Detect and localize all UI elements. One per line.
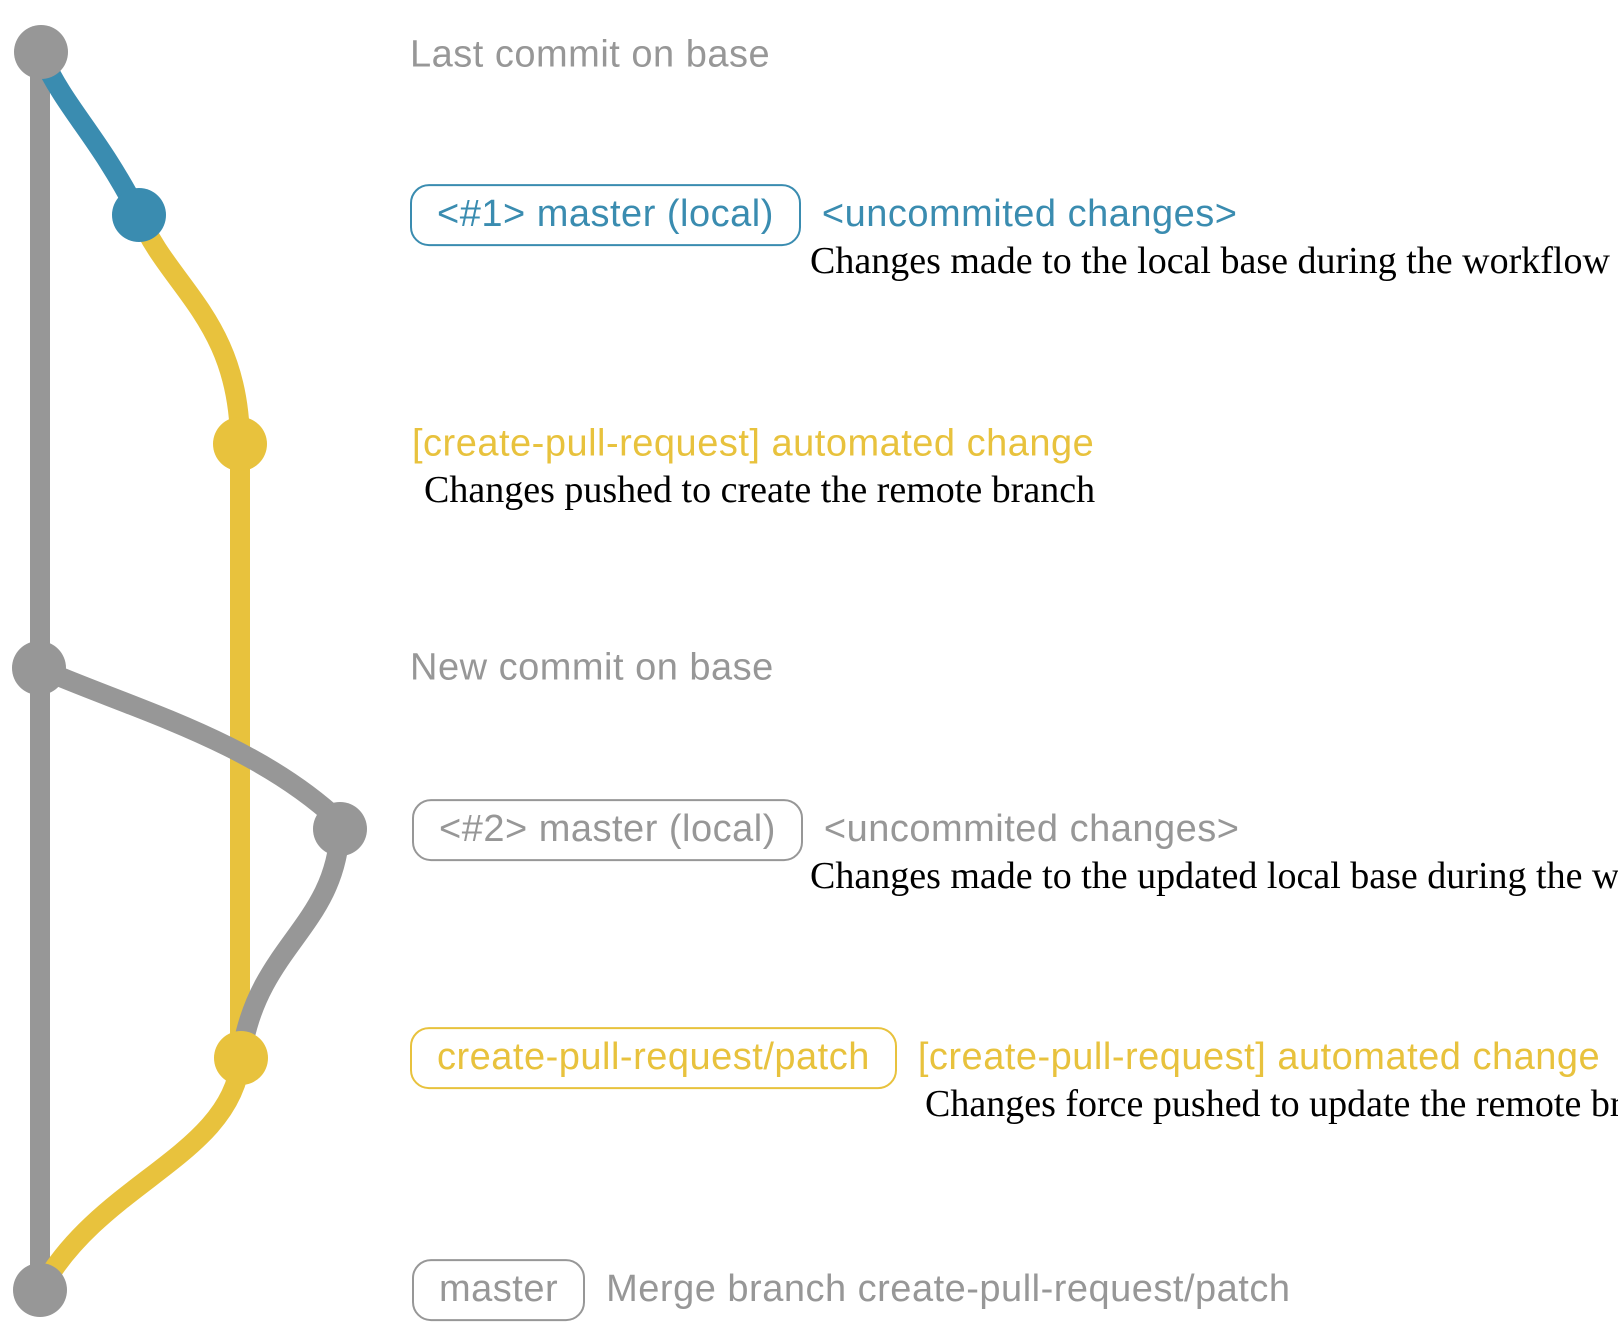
annotation-patch-1: [create-pull-request] automated change [412,423,1094,466]
annotation-last-commit: Last commit on base [410,34,770,77]
new-commit-label: New commit on base [410,646,774,689]
patch-branch-line [129,205,250,1068]
commit-node-patch-2 [214,1031,268,1085]
annotation-new-commit: New commit on base [410,647,774,690]
patch-merge-curve [34,1048,251,1294]
commit-node-new-base [12,641,66,695]
commit-node-local-2 [313,802,367,856]
annotation-patch-2: create-pull-request/patch [create-pull-r… [410,1027,1600,1089]
branch-badge-master-local-2: <#2> master (local) [412,799,803,861]
description-local-1: Changes made to the local base during th… [810,240,1610,282]
local-branch-1-curve [31,45,149,225]
automated-change-label-2: [create-pull-request] automated change [917,1036,1601,1079]
uncommitted-changes-label-1: <uncommited changes> [821,193,1238,236]
branch-badge-master-local-1: <#1> master (local) [410,184,801,246]
last-commit-label: Last commit on base [410,33,771,76]
branch-badge-master: master [412,1259,586,1321]
automated-change-label-1: [create-pull-request] automated change [412,422,1095,465]
branch-badge-patch: create-pull-request/patch [410,1027,897,1089]
description-local-2: Changes made to the updated local base d… [810,855,1618,897]
commit-node-last-base [14,25,68,79]
merge-commit-label: Merge branch create-pull-request/patch [606,1268,1291,1311]
commit-node-merge [13,1263,67,1317]
annotation-merge: master Merge branch create-pull-request/… [412,1259,1291,1321]
commit-node-patch-1 [213,417,267,471]
uncommitted-changes-label-2: <uncommited changes> [823,808,1240,851]
description-patch-1: Changes pushed to create the remote bran… [424,469,1096,511]
force-push-curve [233,820,350,1055]
local-branch-2-curve [29,658,348,830]
annotation-local-1: <#1> master (local) <uncommited changes> [410,184,1237,246]
commit-node-local-1 [112,188,166,242]
description-patch-2: Changes force pushed to update the remot… [925,1083,1618,1125]
annotation-local-2: <#2> master (local) <uncommited changes> [412,799,1239,861]
